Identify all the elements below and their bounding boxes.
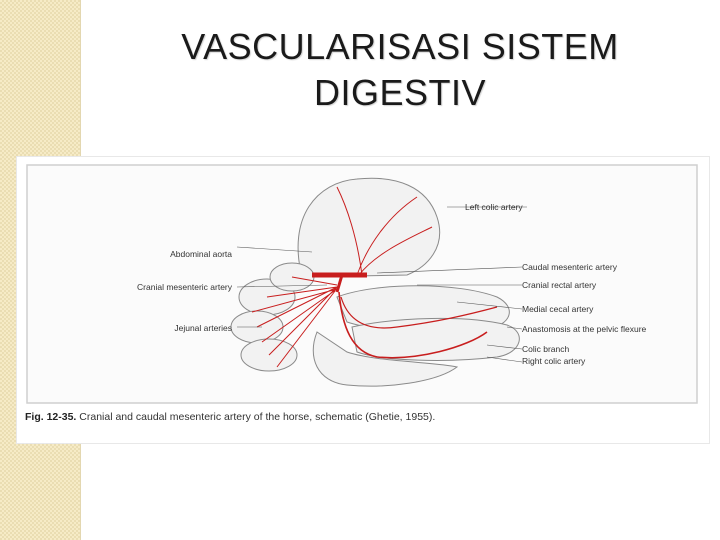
leader-lines	[236, 206, 527, 363]
label-right-colic-artery: Right colic artery	[522, 356, 586, 366]
title-line-2: DIGESTIV	[313, 72, 487, 113]
anatomy-figure: Abdominal aorta Cranial mesenteric arter…	[16, 156, 710, 444]
label-caudal-mesenteric-artery: Caudal mesenteric artery	[522, 262, 618, 272]
label-cranial-rectal-artery: Cranial rectal artery	[522, 280, 597, 290]
figure-caption: Fig. 12-35. Cranial and caudal mesenteri…	[25, 411, 695, 423]
jejunal-branches	[251, 276, 338, 368]
label-medial-cecal-artery: Medial cecal artery	[522, 304, 594, 314]
caption-figure-number: Fig. 12-35.	[25, 411, 77, 423]
label-cranial-mesenteric-artery: Cranial mesenteric artery	[137, 282, 233, 292]
cranial-mesenteric-trunk	[335, 274, 344, 293]
left-colon-loop	[297, 177, 441, 278]
anatomy-diagram: Abdominal aorta Cranial mesenteric arter…	[26, 164, 698, 404]
title-line-1: VASCULARISASI SISTEM	[181, 26, 619, 67]
caption-text: Cranial and caudal mesenteric artery of …	[79, 411, 436, 423]
slide-title: VASCULARISASI SISTEM DIGESTIV	[150, 24, 650, 116]
right-colic-path	[340, 296, 498, 329]
label-left-colic-artery: Left colic artery	[465, 202, 523, 212]
label-anastomosis: Anastomosis at the pelvic flexure	[522, 324, 647, 334]
label-colic-branch: Colic branch	[522, 344, 570, 354]
artery-network	[251, 186, 498, 368]
ventral-colon	[351, 317, 520, 361]
colic-branch-path	[338, 291, 488, 359]
label-jejunal-arteries: Jejunal arteries	[174, 323, 232, 333]
left-colic-branches	[336, 186, 433, 276]
cecum	[312, 331, 459, 387]
label-abdominal-aorta: Abdominal aorta	[170, 249, 232, 259]
